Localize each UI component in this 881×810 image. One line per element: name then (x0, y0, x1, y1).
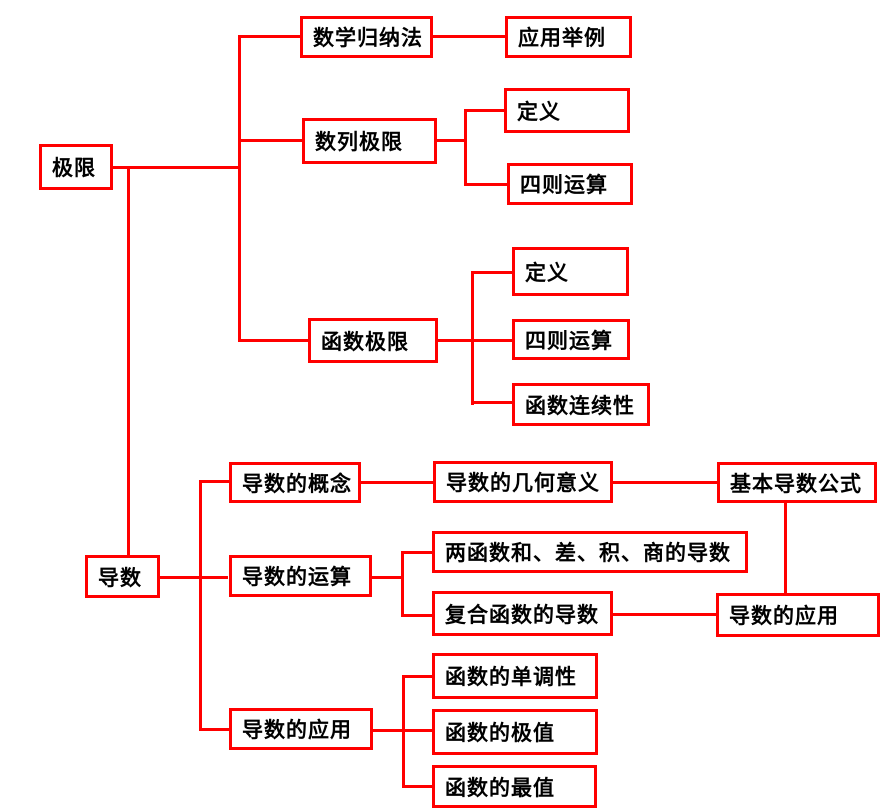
node-derivative-operations: 导数的运算 (229, 555, 372, 597)
connector-line (241, 339, 308, 342)
connector-line (241, 139, 302, 142)
connector-line (199, 480, 202, 731)
node-function-four-operations: 四则运算 (512, 319, 630, 360)
connector-line (360, 481, 433, 484)
connector-line (113, 166, 241, 169)
connector-line (241, 35, 300, 38)
connector-line (401, 551, 404, 617)
node-math-induction: 数学归纳法 (300, 16, 433, 58)
connector-line (437, 139, 465, 142)
node-sequence-four-operations: 四则运算 (507, 163, 633, 205)
node-derivative-application: 导数的应用 (716, 593, 880, 637)
node-sequence-definition: 定义 (504, 88, 630, 133)
node-geometric-meaning: 导数的几何意义 (433, 461, 613, 503)
connector-line (613, 481, 717, 484)
node-derivative-applications: 导数的应用 (229, 708, 373, 750)
node-function-limit: 函数极限 (308, 318, 438, 363)
node-function-max-min: 函数的最值 (432, 765, 597, 808)
connector-line (372, 576, 402, 579)
node-limit: 极限 (39, 144, 113, 190)
connector-line (238, 35, 241, 342)
node-sum-diff-product-quotient-derivatives: 两函数和、差、积、商的导数 (432, 531, 748, 573)
node-composite-function-derivative: 复合函数的导数 (432, 591, 613, 636)
connector-line (467, 109, 504, 112)
node-application-examples: 应用举例 (505, 16, 632, 58)
connector-line (438, 339, 512, 342)
node-function-continuity: 函数连续性 (512, 383, 650, 426)
connector-line (202, 728, 229, 731)
connector-line (464, 109, 467, 186)
connector-line (405, 785, 432, 788)
node-function-definition: 定义 (512, 247, 629, 296)
node-function-monotonicity: 函数的单调性 (432, 653, 598, 699)
connector-line (404, 614, 432, 617)
node-derivative-concept: 导数的概念 (229, 462, 361, 503)
node-basic-derivative-formulas: 基本导数公式 (717, 462, 877, 503)
connector-line (467, 183, 507, 186)
connector-line (402, 675, 405, 788)
node-sequence-limit: 数列极限 (302, 118, 437, 164)
connector-line (474, 401, 512, 404)
connector-line (160, 576, 228, 579)
connector-line (433, 35, 505, 38)
connector-line (613, 613, 716, 616)
connector-line (404, 551, 432, 554)
connector-line (474, 271, 512, 274)
connector-line (127, 166, 130, 555)
connector-line (471, 271, 474, 405)
connector-line (784, 503, 787, 593)
node-derivative: 导数 (85, 555, 160, 598)
node-function-extremum: 函数的极值 (432, 709, 598, 755)
connector-line (405, 675, 432, 678)
connector-line (202, 480, 229, 483)
